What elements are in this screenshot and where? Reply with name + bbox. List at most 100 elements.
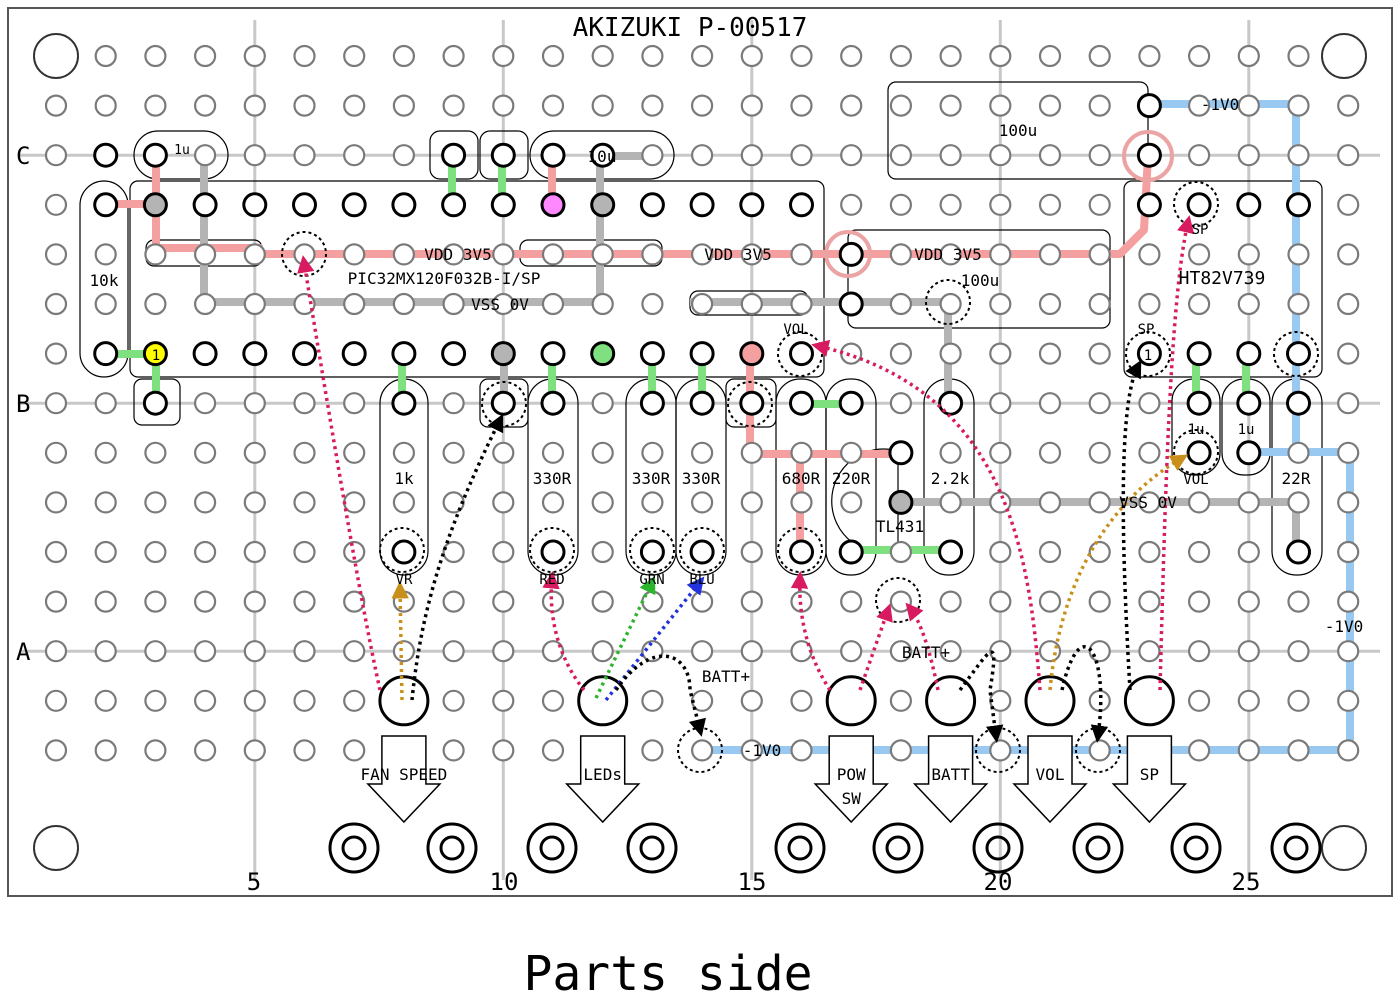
hole [293,540,316,564]
hole [889,392,913,415]
pin-label-sp-top: SP [1192,222,1209,238]
pad [938,390,964,416]
hole [243,590,266,613]
hole [343,243,366,266]
pad [490,192,516,218]
connector-arrow [366,735,442,824]
label-1u-a: 1u [1188,422,1205,438]
hole [939,94,962,117]
hole [1038,243,1062,266]
pad [689,539,715,565]
hole [591,441,614,464]
hole [790,441,813,464]
label-330r-b: 330R [632,469,671,488]
hole [1138,392,1161,415]
hole [1337,540,1360,564]
hole [690,44,714,68]
hole [1237,144,1260,167]
hole [44,243,68,266]
hole [1088,491,1111,514]
hole [989,342,1012,365]
hole [1088,243,1111,266]
pad [192,192,218,218]
hole [591,540,614,564]
pin1-amp: 1 [1144,348,1152,364]
label-10u: 10u [588,147,617,166]
hole [293,44,316,68]
connector-pad [1024,675,1076,727]
hole [1237,739,1260,762]
hole [44,640,68,663]
hole [1337,689,1360,712]
pad [441,142,467,168]
hole [690,292,714,316]
hole [442,540,465,564]
label-1u-small: 1u [174,143,190,158]
hole [44,441,68,464]
pin-label-vol-amp: VOL [1183,472,1208,488]
hole [1337,441,1360,464]
pad [1236,440,1262,466]
hole [1038,342,1062,365]
hole [1337,392,1360,415]
terminal-pads [328,822,1322,874]
hole [44,144,68,167]
net-neg-right: -1V0 [1325,617,1364,636]
pad [391,192,417,218]
hole [641,739,664,762]
hole [293,491,316,514]
hole [44,540,68,564]
hole [740,739,763,762]
hole [790,739,813,762]
perfboard-holes [44,44,1360,762]
hole [840,590,863,613]
hole [939,491,962,514]
hole [243,689,266,712]
pin-label-vr: VR [396,572,413,588]
hole [94,94,117,117]
pad [292,192,317,218]
mounting-holes [33,33,1367,871]
hole [194,540,217,564]
hole [840,640,863,663]
hole [94,243,117,266]
pad [341,192,367,218]
hole [840,491,863,514]
pad [1136,341,1162,367]
connector-label: SW [842,789,862,808]
hole [889,540,913,564]
label-2k2: 2.2k [931,469,970,488]
hole [690,640,714,663]
hole [840,94,863,117]
hole [442,243,465,266]
connector-label: POW [837,765,866,784]
hole [840,441,863,464]
pad [341,341,367,367]
hole [889,342,913,365]
net-neg-bottom: -1V0 [743,741,782,760]
hole [343,739,366,762]
hole [492,640,515,663]
hole [442,590,465,613]
pad [639,341,665,367]
hole [1088,689,1111,712]
hole [44,689,68,712]
hole [144,44,167,68]
hole [1187,640,1211,663]
net-vss-top: VSS 0V [471,295,529,314]
hole [94,491,117,514]
pad [1186,390,1212,416]
hole [790,243,813,266]
hole [293,392,316,415]
hole [44,491,68,514]
pad [888,489,914,515]
hole [1237,491,1260,514]
hole [94,392,117,415]
pad [490,390,516,416]
hole [889,689,913,712]
pad [142,390,168,416]
hole [1038,144,1062,167]
hole [392,44,415,68]
pad [242,192,268,218]
